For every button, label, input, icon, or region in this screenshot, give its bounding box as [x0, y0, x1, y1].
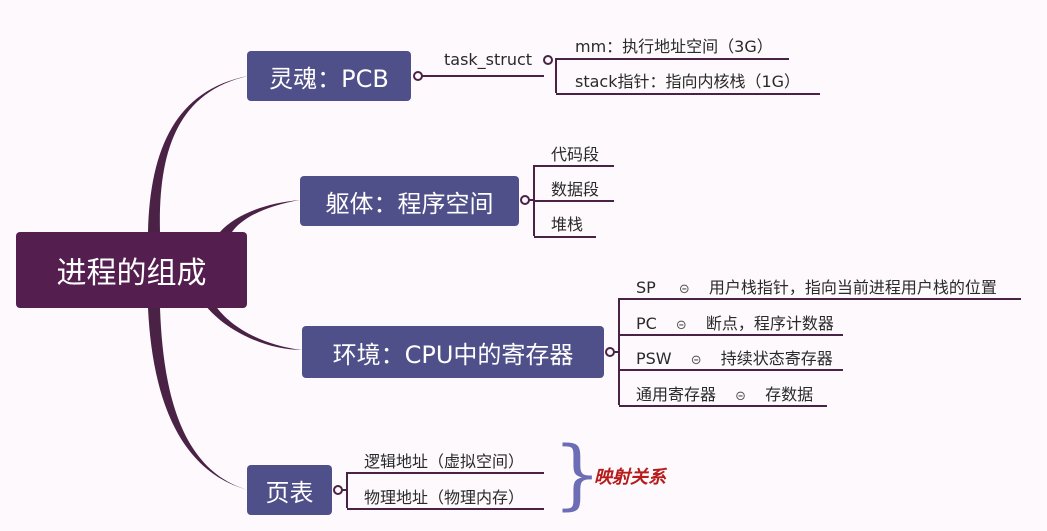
branch-cpu-registers[interactable]: 环境：CPU中的寄存器 — [302, 326, 604, 378]
register-psw-toggle-icon: ⊝ — [690, 353, 702, 368]
segment-stack[interactable]: 堆栈 — [551, 215, 584, 234]
branch-page-table-label: 页表 — [265, 478, 314, 507]
register-psw[interactable]: PSW ⊝ 持续状态寄存器 — [636, 345, 833, 369]
register-pc-name: PC — [636, 314, 657, 333]
branch-page-table[interactable]: 页表 — [247, 465, 332, 515]
branch-pcb-label: 灵魂：PCB — [269, 64, 389, 93]
task-struct-label[interactable]: task_struct — [444, 50, 533, 69]
register-pc[interactable]: PC ⊝ 断点，程序计数器 — [636, 310, 834, 334]
branch-pcb[interactable]: 灵魂：PCB — [247, 51, 411, 101]
branch-program-space[interactable]: 躯体：程序空间 — [300, 176, 519, 226]
root-topic-label: 进程的组成 — [56, 256, 207, 291]
register-sp[interactable]: SP ⊝ 用户栈指针，指向当前进程用户栈的位置 — [636, 274, 997, 298]
register-pc-toggle-icon: ⊝ — [675, 318, 687, 333]
branch-program-space-label: 躯体：程序空间 — [325, 189, 494, 218]
register-pc-desc: 断点，程序计数器 — [705, 314, 834, 333]
register-psw-desc: 持续状态寄存器 — [720, 349, 833, 368]
mapping-brace-icon: } — [553, 429, 602, 518]
register-sp-desc: 用户栈指针，指向当前进程用户栈的位置 — [708, 278, 997, 297]
segment-code[interactable]: 代码段 — [551, 145, 600, 164]
register-general[interactable]: 通用寄存器 ⊝ 存数据 — [636, 381, 813, 405]
pcb-item-stack[interactable]: stack指针：指向内核栈（1G） — [575, 72, 801, 91]
branch-cpu-registers-label: 环境：CPU中的寄存器 — [332, 340, 574, 369]
register-sp-toggle-icon: ⊝ — [678, 282, 690, 297]
segment-data[interactable]: 数据段 — [551, 180, 600, 199]
register-general-name: 通用寄存器 — [636, 385, 717, 404]
register-general-desc: 存数据 — [765, 385, 814, 404]
register-general-toggle-icon: ⊝ — [735, 389, 747, 404]
register-sp-name: SP — [636, 278, 656, 297]
mapping-label: 映射关系 — [594, 467, 666, 488]
pcb-item-mm[interactable]: mm：执行地址空间（3G） — [575, 37, 773, 56]
root-topic[interactable]: 进程的组成 — [16, 232, 247, 308]
page-item-logical[interactable]: 逻辑地址（虚拟空间） — [364, 452, 525, 471]
register-psw-name: PSW — [636, 349, 672, 368]
page-item-physical[interactable]: 物理地址（物理内存） — [364, 488, 525, 507]
